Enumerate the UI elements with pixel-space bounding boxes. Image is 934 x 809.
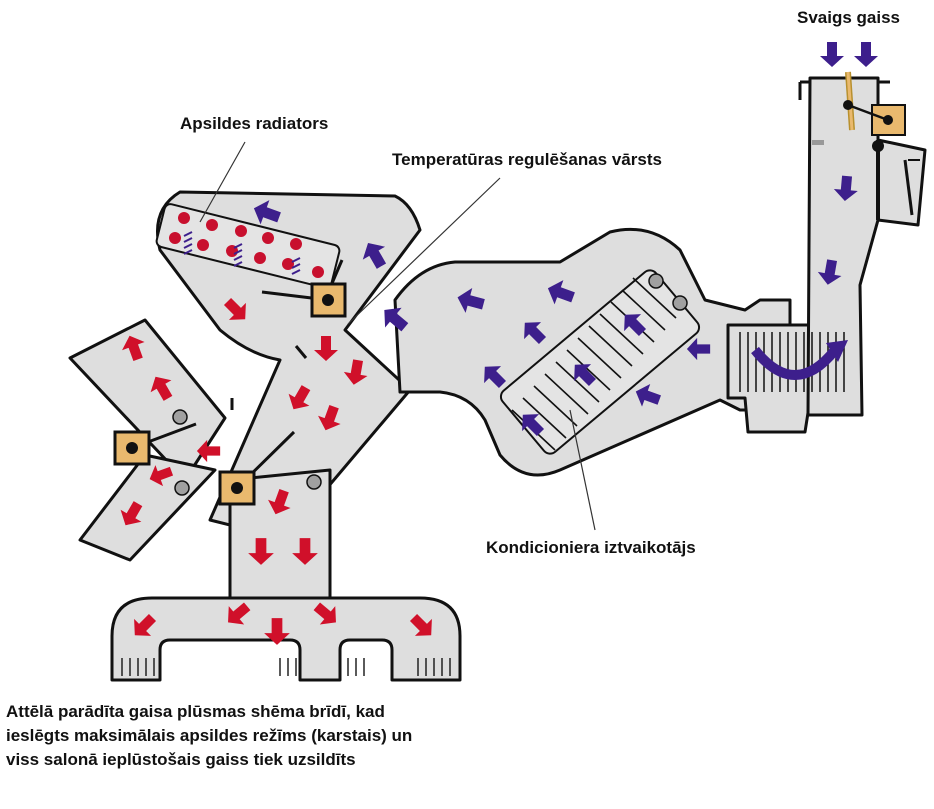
evaporator-fins [511,277,677,451]
fresh-air-label: Svaigs gaiss [797,8,901,27]
bottom-vent-grilles [121,658,451,676]
grey-knobs [172,409,322,496]
temperature-valve-label: Temperatūras regulēšanas vārsts [392,150,662,169]
left-damper [113,422,197,466]
heater-core [155,203,341,289]
center-damper [218,430,296,506]
evaporator-label: Kondicioniera iztvaikotājs [486,538,696,557]
heater-hatches [183,231,301,275]
diagram-caption: Attēlā parādīta gaisa plūsmas shēma brīd… [6,700,446,772]
fresh-air-flap [798,71,920,220]
temperature-valve [261,259,347,318]
leader-lines [199,141,596,531]
caption-line-3: viss salonā ieplūstošais gaiss tiek uzsi… [6,750,356,769]
caption-line-1: Attēlā parādīta gaisa plūsmas shēma brīd… [6,702,385,721]
caption-line-2: ieslēgts maksimālais apsildes režīms (ka… [6,726,413,745]
heater-core-label: Apsildes radiators [180,114,329,133]
blower [739,332,848,392]
evaporator [499,269,701,455]
